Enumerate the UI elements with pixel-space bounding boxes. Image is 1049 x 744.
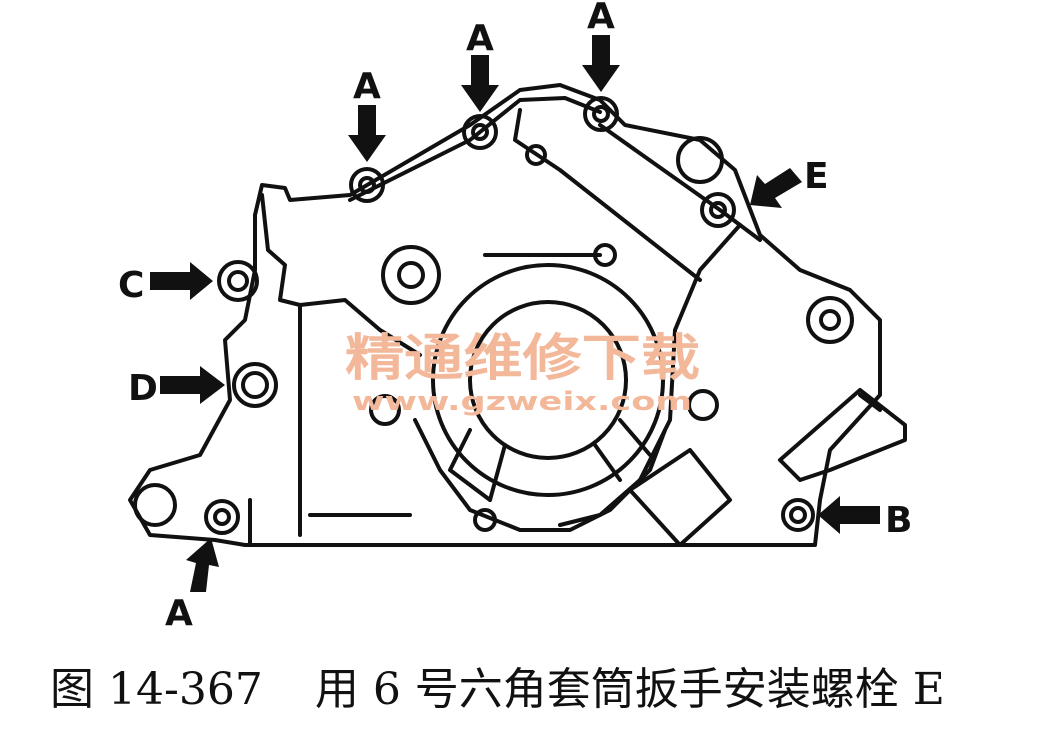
label-c: C bbox=[118, 265, 144, 306]
bolt-e bbox=[700, 192, 736, 228]
label-a1: A bbox=[353, 66, 381, 107]
arrow-e bbox=[750, 168, 802, 208]
arrow-a3 bbox=[582, 35, 620, 92]
arrow-c bbox=[150, 262, 213, 300]
label-a4: A bbox=[165, 593, 193, 634]
bolt-d bbox=[232, 362, 278, 408]
label-a3: A bbox=[587, 0, 615, 37]
housing-outline bbox=[128, 83, 882, 547]
bolt-a1 bbox=[349, 167, 385, 203]
caption-number: 图 14-367 bbox=[50, 664, 263, 715]
arrow-d bbox=[160, 366, 225, 404]
label-e: E bbox=[804, 156, 829, 197]
bolt-a3 bbox=[583, 96, 619, 132]
figure-caption: 图 14-367 用 6 号六角套筒扳手安装螺栓 E bbox=[0, 650, 1049, 720]
bolt-a2 bbox=[462, 114, 498, 150]
label-d: D bbox=[128, 368, 158, 409]
caption-text: 用 6 号六角套筒扳手安装螺栓 E bbox=[314, 664, 945, 715]
label-a2: A bbox=[466, 18, 494, 59]
watermark-title: 精通维修下载 bbox=[345, 329, 700, 387]
arrow-a1 bbox=[348, 105, 386, 162]
bolt-b bbox=[781, 498, 815, 532]
arrow-b bbox=[818, 496, 880, 534]
bolt-c bbox=[217, 260, 259, 302]
arrow-a2 bbox=[461, 55, 499, 112]
bolt-a4 bbox=[204, 499, 240, 535]
arrow-a4 bbox=[186, 538, 219, 592]
label-b: B bbox=[885, 500, 912, 541]
watermark-url: www.gzweix.com bbox=[352, 387, 692, 417]
